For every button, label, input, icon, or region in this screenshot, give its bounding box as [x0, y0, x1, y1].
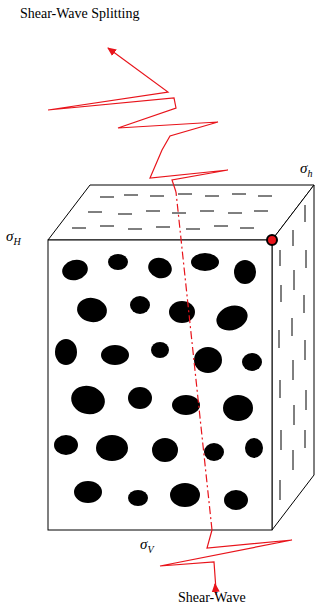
wave-label: Shear-Wave [178, 590, 246, 605]
ray-path [176, 192, 212, 530]
cube-top [48, 185, 314, 240]
crack-dashes-top [72, 194, 272, 229]
stress-label: σh [300, 160, 312, 179]
stress-label: σV [140, 536, 154, 555]
cube-side [272, 185, 314, 530]
corner-dot [267, 235, 277, 245]
incoming-wave [160, 530, 292, 590]
stress-label: σH [6, 228, 21, 247]
cube-front [48, 240, 272, 530]
pores [54, 253, 263, 510]
rock-cube [48, 185, 314, 530]
split-wave [48, 48, 228, 192]
crack-dashes-side [279, 205, 306, 500]
wave-title: Shear-Wave Splitting [20, 6, 140, 21]
